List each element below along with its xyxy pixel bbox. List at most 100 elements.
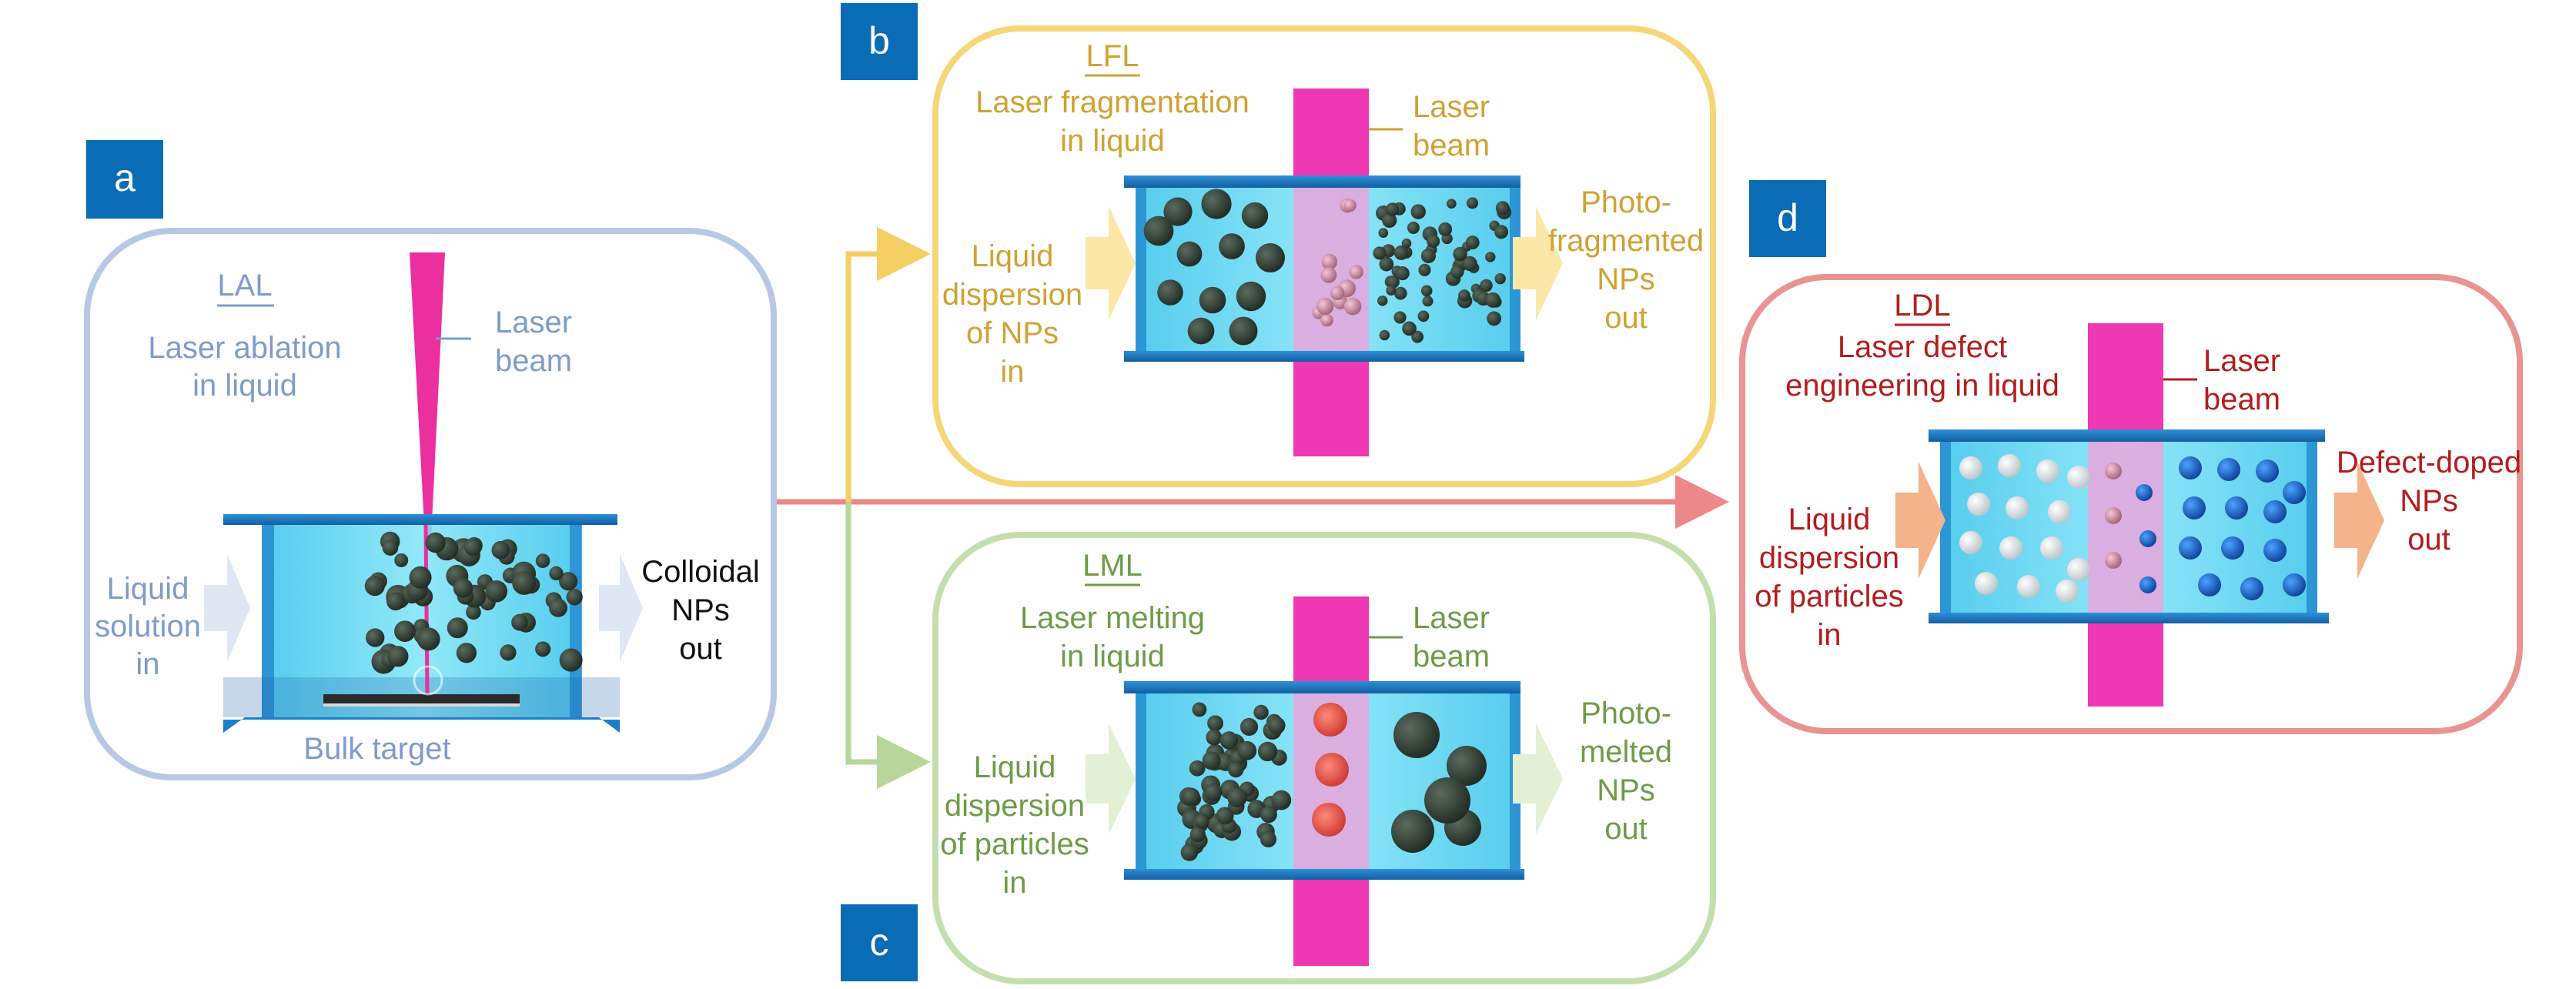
nanoparticle — [1450, 265, 1464, 279]
badge-b-label: b — [868, 19, 890, 62]
panel-a-laser-line1: Laser — [495, 306, 572, 339]
nanoparticle — [535, 641, 551, 657]
particle — [2048, 500, 2071, 523]
panel-c-output-line4: out — [1604, 812, 1648, 846]
nanoparticle — [1494, 272, 1506, 285]
nanoparticle — [453, 578, 473, 598]
badge-a — [86, 140, 163, 219]
nanoparticle — [1239, 717, 1259, 737]
particle — [2067, 558, 2090, 581]
nanoparticle — [1187, 317, 1215, 345]
nanoparticle — [394, 553, 409, 567]
panel-b-input-line3: of NPs — [966, 316, 1059, 350]
nanoparticle — [1253, 704, 1269, 720]
panel-a-target-label: Bulk target — [303, 732, 450, 766]
panel-d-laser-line1: Laser — [2203, 344, 2280, 378]
particle — [1998, 454, 2021, 477]
particle — [2139, 530, 2156, 547]
nanoparticle — [447, 617, 468, 639]
panel-b-out-arrow — [1513, 206, 1563, 320]
nanoparticle — [1255, 242, 1286, 273]
particle — [2036, 459, 2059, 483]
panel-b-in-arrow — [1086, 206, 1136, 320]
particle — [1959, 531, 1982, 554]
panel-c-output-line3: NPs — [1597, 773, 1655, 807]
nanoparticle — [1393, 286, 1407, 300]
nanoparticle — [1458, 289, 1470, 302]
nanoparticle — [1312, 803, 1346, 837]
panel-b-laser-line1: Laser — [1413, 90, 1490, 124]
particle — [2256, 459, 2279, 483]
panel-d-title-line1: Laser defect — [1838, 330, 2007, 364]
nanoparticle — [1447, 199, 1457, 209]
nanoparticle — [1229, 316, 1258, 346]
nanoparticle — [559, 572, 578, 591]
nanoparticle — [1157, 279, 1183, 306]
badge-c-label: c — [870, 921, 889, 964]
nanoparticle — [1316, 297, 1334, 316]
nanoparticle — [1393, 245, 1409, 260]
panel-d-title-line2: engineering in liquid — [1785, 369, 2059, 403]
nanoparticle — [1189, 760, 1206, 777]
panel-a-in-arrow — [204, 554, 250, 662]
nanoparticle — [1260, 806, 1277, 824]
panel-a-laser-line2: beam — [495, 344, 572, 378]
nanoparticle — [1379, 256, 1394, 272]
particle — [2225, 496, 2248, 520]
nanoparticle — [1257, 741, 1278, 762]
nanoparticle — [1402, 321, 1417, 336]
nanoparticle — [1271, 790, 1292, 810]
panel-c-abbr: LML — [1082, 549, 1142, 583]
panel-a-input-line1: Liquid — [107, 572, 189, 606]
nanoparticle — [1219, 731, 1239, 750]
nanoparticle — [1236, 281, 1266, 312]
nanoparticle — [500, 644, 517, 661]
nanoparticle — [1466, 197, 1478, 209]
nanoparticle — [485, 580, 508, 603]
panel-c-output-line2: melted — [1580, 735, 1672, 769]
nanoparticle — [1420, 248, 1436, 264]
panel-c-output-line1: Photo- — [1581, 697, 1671, 730]
nanoparticle — [549, 598, 568, 617]
panel-b: b LFL Laser fragmentation in liquid Lase… — [841, 3, 1716, 487]
nanoparticle — [512, 570, 537, 595]
panel-b-laser-line2: beam — [1413, 129, 1490, 162]
nanoparticle — [1321, 253, 1338, 270]
nanoparticle — [1395, 266, 1410, 281]
particle — [2179, 456, 2202, 479]
nanoparticle — [1438, 222, 1453, 236]
particle — [2263, 500, 2287, 523]
particle — [1975, 572, 1998, 595]
nanoparticle — [566, 589, 583, 606]
panel-c-title-line2: in liquid — [1060, 640, 1165, 673]
nanoparticle — [1465, 236, 1480, 250]
nanoparticle — [1320, 313, 1333, 327]
panel-b-title-line1: Laser fragmentation — [975, 85, 1250, 119]
nanoparticle — [394, 620, 416, 643]
panel-a-output-line2: NPs — [671, 593, 730, 627]
nanoparticle — [1330, 286, 1345, 301]
nanoparticle — [387, 646, 409, 667]
nanoparticle — [1410, 204, 1426, 219]
particle — [2221, 536, 2244, 560]
panel-d-out-arrow — [2334, 462, 2384, 579]
nanoparticle — [1378, 228, 1389, 238]
panel-c-frame — [932, 532, 1716, 984]
particle — [2017, 575, 2040, 598]
panel-a-title-line1: Laser ablation — [148, 331, 341, 365]
nanoparticle — [1453, 246, 1467, 262]
panel-d-input-line4: in — [1817, 618, 1841, 652]
panel-c-input-line3: of particles — [940, 827, 1089, 861]
nanoparticle — [1219, 233, 1245, 259]
nanoparticle — [1379, 329, 1390, 341]
panel-c-input-line4: in — [1002, 866, 1026, 900]
nanoparticle — [1176, 241, 1203, 267]
nanoparticle — [1407, 221, 1420, 234]
panel-a: a LAL Laser ablation in liquid Laser bea… — [84, 140, 777, 780]
panel-c-laser-line2: beam — [1413, 640, 1490, 673]
particle — [2105, 463, 2122, 479]
nanoparticle — [1377, 296, 1388, 306]
nanoparticle — [386, 592, 405, 611]
nanoparticle — [549, 566, 564, 581]
panel-b-title-line2: in liquid — [1060, 124, 1165, 158]
